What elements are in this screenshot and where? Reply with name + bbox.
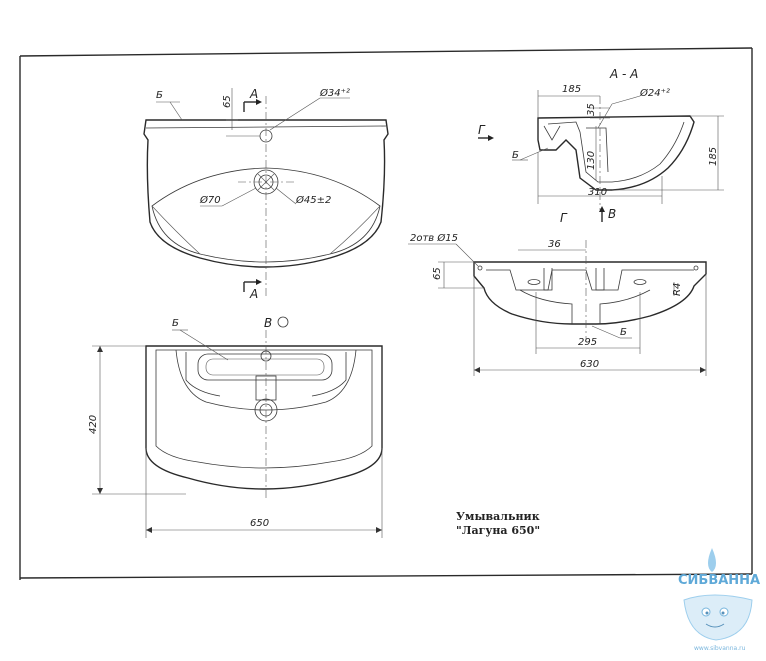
- sheet-frame: [19, 47, 753, 580]
- section-aa-label-b: Б: [512, 150, 519, 161]
- section-aa-dim-185-top: 185: [562, 84, 581, 95]
- section-aa-dim-185-side: 185: [708, 147, 719, 166]
- top-view-section-mark-top: А: [249, 87, 258, 101]
- top-view-section-mark-bottom: А: [249, 287, 258, 301]
- bottom-view-mark-v: В: [264, 316, 272, 330]
- bottom-view-dim-420: 420: [88, 415, 99, 434]
- front-view-mark-g: Г: [560, 211, 568, 225]
- section-aa-dim-35: 35: [586, 103, 597, 116]
- front-view-dim-r: R4: [672, 283, 683, 296]
- front-view-label-b: Б: [620, 327, 627, 338]
- front-view-dim-65: 65: [432, 267, 443, 280]
- section-aa-title: А - А: [609, 67, 638, 81]
- drawing-title-line-2: "Лагуна 650": [456, 524, 540, 537]
- front-view-dim-36: 36: [548, 239, 561, 250]
- watermark-logo: [683, 548, 753, 641]
- top-view-dim-drain: Ø70: [199, 194, 221, 206]
- section-aa-dim-130: 130: [586, 151, 597, 170]
- top-view-dim-hole: Ø34⁺²: [319, 87, 350, 99]
- section-aa: [478, 90, 724, 222]
- front-view-dim-630: 630: [580, 359, 599, 370]
- drawing-title-line-1: Умывальник: [456, 510, 540, 523]
- top-view-dim-65: 65: [222, 95, 233, 108]
- section-aa-view-v: В: [608, 207, 616, 221]
- section-aa-view-g: Г: [478, 123, 486, 137]
- top-view-dim-drain-outer: Ø45±2: [295, 194, 331, 206]
- top-view-label-b: Б: [156, 90, 163, 101]
- front-view: [408, 240, 707, 376]
- top-view: [143, 88, 389, 296]
- section-aa-dim-hole: Ø24⁺²: [639, 87, 670, 99]
- bottom-view-dim-650: 650: [250, 518, 269, 529]
- front-view-holes-note: 2отв Ø15: [410, 232, 458, 244]
- bottom-view: [92, 316, 383, 538]
- front-view-dim-295: 295: [578, 337, 597, 348]
- watermark-brand: СИБВАННА: [678, 573, 760, 588]
- watermark-url: www.sibvanna.ru: [694, 645, 746, 652]
- bottom-view-label-b: Б: [172, 318, 179, 329]
- section-aa-dim-310: 310: [588, 187, 607, 198]
